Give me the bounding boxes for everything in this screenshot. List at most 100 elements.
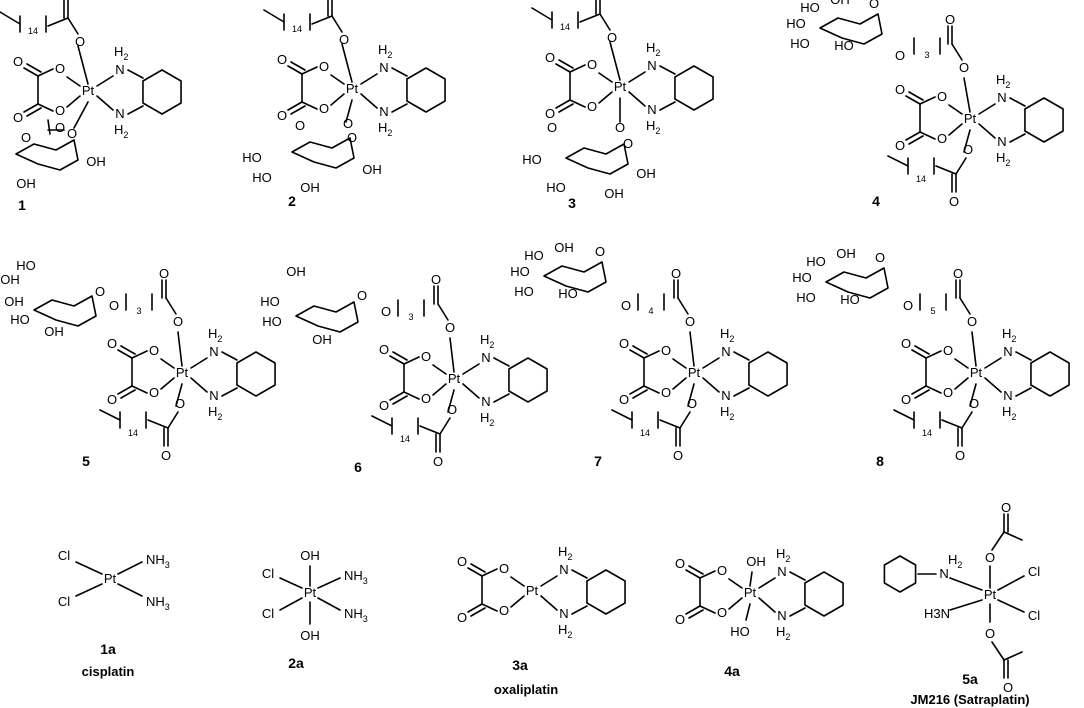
oxygen-atom: O [621, 298, 631, 313]
bond [117, 583, 143, 597]
bond [330, 93, 345, 106]
bond [392, 351, 408, 361]
bond [919, 96, 936, 105]
bond [579, 13, 601, 23]
chlorine-atom: Cl [1028, 608, 1040, 623]
sugar-ring [819, 13, 883, 45]
hydroxyl-label: OH [300, 548, 320, 563]
chain-count: 3 [136, 306, 141, 316]
cyclohexane-ring [508, 357, 548, 403]
oxygen-atom: O [943, 343, 953, 358]
oxygen-atom: O [985, 550, 995, 565]
oxygen-atom: O [985, 626, 995, 641]
bond [47, 17, 69, 27]
bond [221, 387, 238, 397]
oxygen-atom: O [173, 314, 183, 329]
nitrogen-atom: N [777, 564, 786, 579]
bond [37, 103, 54, 112]
bond [643, 385, 660, 394]
bond [672, 377, 687, 390]
hydroxyl-label: HO [792, 270, 812, 285]
bond [628, 71, 646, 83]
hydroxyl-label: OH [4, 294, 24, 309]
oxygen-atom: O [661, 343, 671, 358]
sugar-ring [825, 267, 889, 299]
bond [37, 68, 54, 77]
bond [263, 9, 285, 23]
bond [702, 377, 720, 393]
oxygen-atom: O [379, 398, 389, 413]
nitrogen-atom: N [721, 388, 730, 403]
chain-count: 14 [292, 24, 302, 34]
nitrogen-atom: N [997, 90, 1006, 105]
ammonia-label: NH3 [146, 552, 170, 570]
h2-label: H2 [720, 326, 734, 344]
h2-label: H2 [208, 404, 222, 422]
bond [67, 17, 79, 35]
sugar-ring [291, 137, 355, 169]
bond [190, 377, 208, 393]
oxygen-atom: O [587, 99, 597, 114]
oxygen-atom: O [339, 32, 349, 47]
bond [131, 385, 148, 394]
oxygen-atom: O [421, 391, 431, 406]
hydroxyl-label: OH [300, 180, 320, 195]
bond [77, 45, 89, 85]
oxygen-atom: O [149, 343, 159, 358]
bond [290, 105, 306, 115]
ring-oxygen: O [875, 250, 885, 265]
oxygen-atom: O [545, 106, 555, 121]
cyclohexane-ring [142, 69, 182, 115]
hydroxyl-label: HO [558, 286, 578, 301]
bond [632, 345, 648, 355]
oxygen-atom: O [943, 385, 953, 400]
oxygen-atom: O [149, 385, 159, 400]
cyclohexane-ring [406, 67, 446, 113]
oxygen-atom: O [107, 336, 117, 351]
hydroxyl-label: OH [636, 166, 656, 181]
compound-4: PtOOOONNH2H2OO3OHOHOHOOHOHOOO144 [786, 0, 1064, 209]
hydroxyl-label: OH [836, 246, 856, 261]
bond [432, 364, 447, 375]
nitrogen-atom: N [721, 344, 730, 359]
hydroxyl-label: HO [242, 150, 262, 165]
platinum-atom: Pt [304, 585, 317, 600]
nitrogen-atom: N [379, 60, 388, 75]
oxygen-atom: O [675, 556, 685, 571]
bond [540, 595, 558, 611]
bond [571, 605, 588, 615]
nitrogen-atom: N [115, 106, 124, 121]
bond [531, 7, 553, 21]
hydroxyl-label: HO [16, 258, 36, 273]
oxygen-atom: O [685, 314, 695, 329]
bond [279, 577, 303, 589]
bond [599, 13, 611, 31]
hydroxyl-label: HO [840, 292, 860, 307]
chain-count: 14 [128, 428, 138, 438]
ring-oxygen: O [21, 130, 31, 145]
bond [659, 65, 676, 75]
compound-number: 1 [18, 197, 26, 213]
oxygen-atom: O [671, 266, 681, 281]
oxygen-atom: O [433, 454, 443, 469]
nitrogen-atom: N [777, 608, 786, 623]
compound-number: 6 [354, 459, 362, 475]
oxygen-atom: O [445, 320, 455, 335]
h2-label: H2 [646, 118, 660, 136]
h2-label: H2 [776, 546, 790, 564]
bond [167, 411, 179, 429]
bond [984, 377, 1002, 393]
oxygen-atom: O [959, 60, 969, 75]
hydroxyl-label: OH [0, 272, 20, 287]
nitrogen-atom: N [481, 350, 490, 365]
chain-count: 14 [28, 26, 38, 36]
bond [997, 575, 1025, 591]
chain-count: 14 [400, 434, 410, 444]
sugar-ring [295, 301, 359, 333]
chain-count: 3 [924, 50, 929, 60]
compound-3: PtOOOONNH2H2OO14OHOOOOHOHHO3 [522, 0, 714, 211]
ring-oxygen: O [623, 136, 633, 151]
bond [688, 565, 704, 575]
